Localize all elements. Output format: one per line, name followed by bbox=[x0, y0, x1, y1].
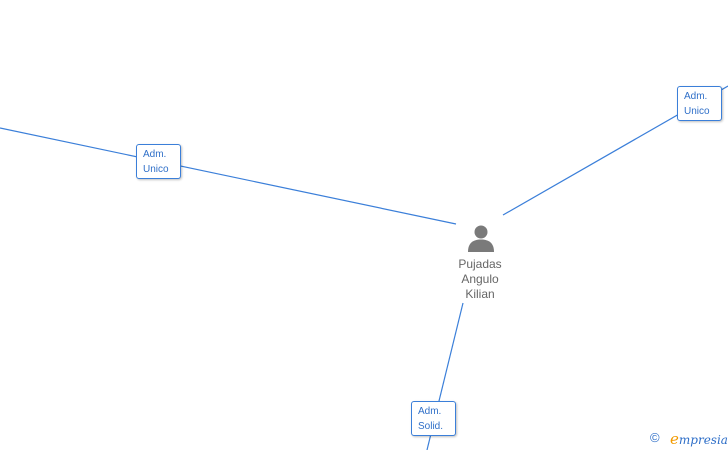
role-label-line1: Adm. bbox=[684, 91, 708, 102]
role-label-line1: Adm. bbox=[143, 149, 167, 160]
person-name[interactable]: Pujadas Angulo Kilian bbox=[430, 257, 530, 302]
role-label-line2: Unico bbox=[143, 164, 169, 175]
brand-logo: empresia bbox=[670, 430, 728, 448]
person-name-line: Kilian bbox=[465, 287, 495, 301]
role-label-adm-unico-left[interactable]: Adm. Unico bbox=[136, 144, 181, 179]
edge-left bbox=[0, 127, 457, 225]
role-label-adm-solid[interactable]: Adm. Solid. bbox=[411, 401, 456, 436]
copyright-symbol: © bbox=[650, 430, 660, 445]
person-icon[interactable] bbox=[466, 223, 496, 253]
person-name-line: Angulo bbox=[461, 272, 499, 286]
role-label-line2: Solid. bbox=[418, 421, 444, 432]
role-label-line1: Adm. bbox=[418, 406, 442, 417]
role-label-adm-unico-right[interactable]: Adm. Unico bbox=[677, 86, 722, 121]
role-label-line2: Unico bbox=[684, 106, 710, 117]
person-name-line: Pujadas bbox=[458, 257, 502, 271]
brand-initial: e bbox=[670, 430, 679, 448]
brand-name: mpresia bbox=[678, 433, 728, 447]
